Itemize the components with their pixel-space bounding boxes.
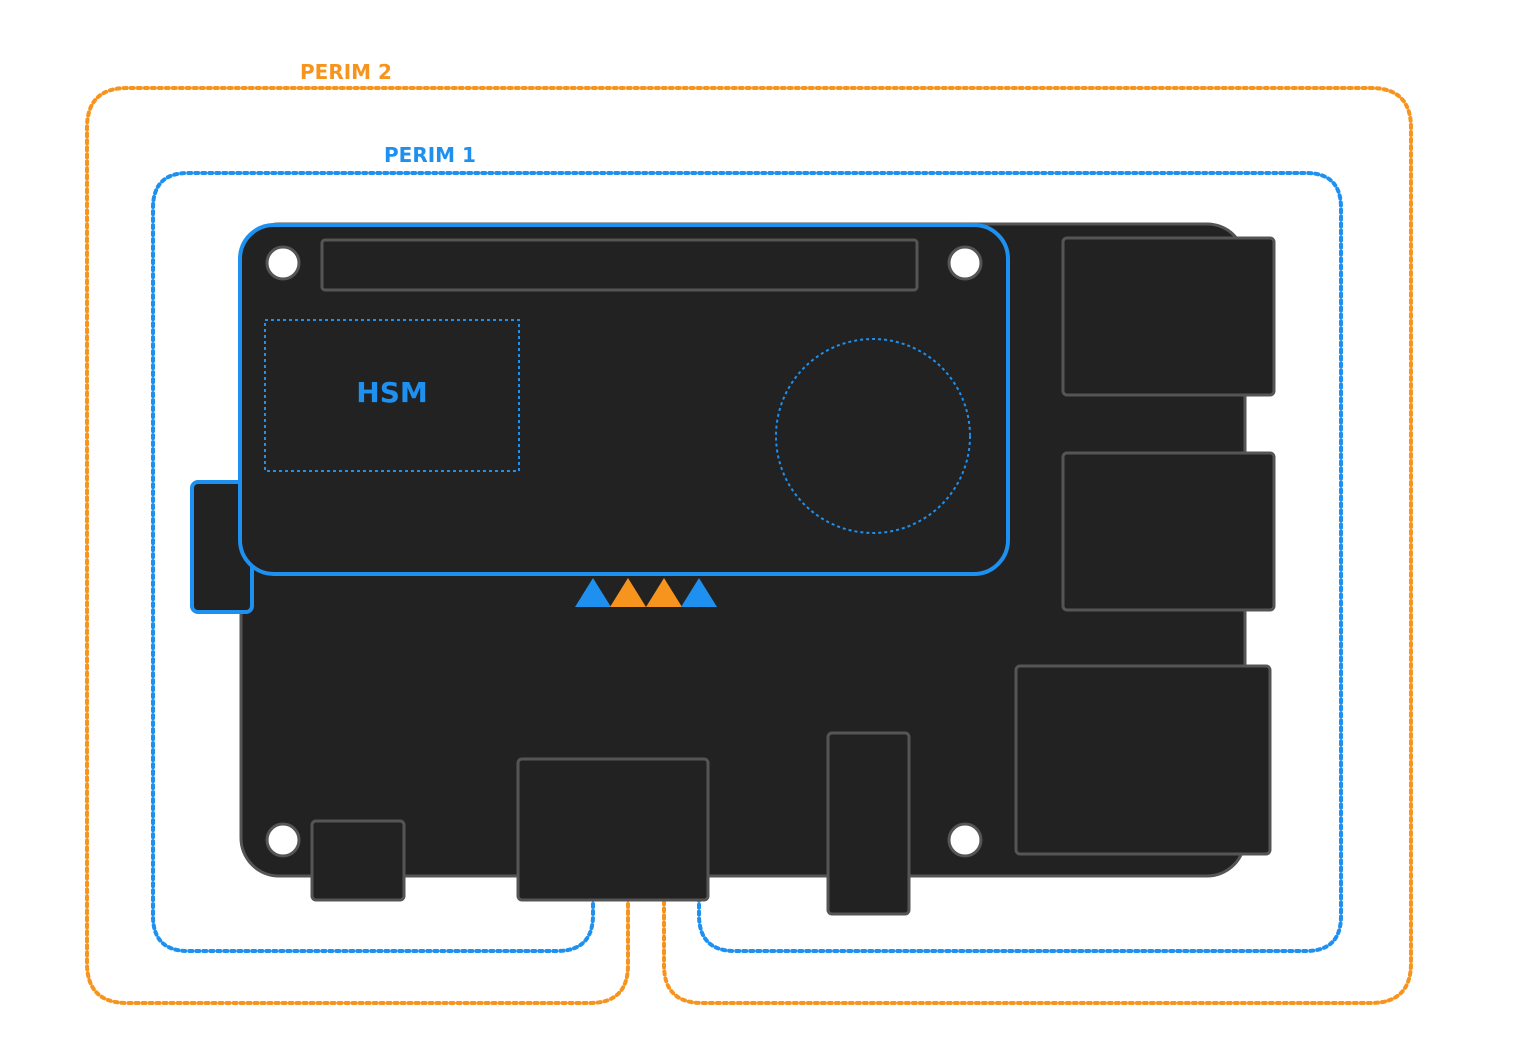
usb-port-top xyxy=(1061,236,1276,397)
ethernet-port xyxy=(1014,664,1272,856)
perim1-arrow-left xyxy=(575,578,611,607)
usb-port-middle xyxy=(1061,451,1276,612)
perim2-arrow-left xyxy=(610,578,646,607)
bottom-port-small xyxy=(310,819,406,902)
hsm-label: HSM xyxy=(356,376,427,409)
bottom-jack xyxy=(826,731,911,916)
mounting-hole-bottom-right xyxy=(947,822,983,858)
perim2-label: PERIM 2 xyxy=(300,60,392,84)
hsm-chip-area xyxy=(264,319,520,472)
gpio-header xyxy=(320,238,919,292)
perim1-label: PERIM 1 xyxy=(384,143,476,167)
bottom-port-center xyxy=(516,757,710,902)
mounting-hole-bottom-left xyxy=(265,822,301,858)
round-sensor-area xyxy=(775,338,971,534)
perim2-boundary xyxy=(85,86,1413,1005)
mounting-hole-top-left xyxy=(265,245,301,281)
perim2-arrow-right xyxy=(646,578,682,607)
mounting-hole-top-right xyxy=(947,245,983,281)
perim1-arrow-right xyxy=(681,578,717,607)
hsm-board xyxy=(238,223,1010,576)
perim1-boundary xyxy=(151,171,1343,953)
